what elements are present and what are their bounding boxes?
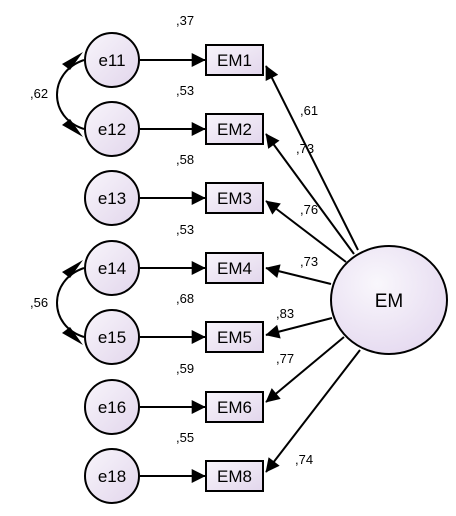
indicator-label-em3: EM3 [217,189,252,208]
covariance-arrow-e12 [62,119,83,137]
error-label-e11: e11 [98,51,125,70]
error-node-e18 [84,448,140,504]
error-paths [140,53,206,483]
path-em-em4 [265,264,332,285]
error-node-e11 [84,32,140,88]
indicator-label-em4: EM4 [217,259,252,278]
r2-label-em2: ,53 [176,83,194,98]
latent-label-em: EM [375,291,404,312]
loading-label-em8: ,74 [295,452,313,467]
r2-label-em3: ,58 [176,152,194,167]
error-label-e18: e18 [98,467,126,486]
covariance-arrow-e11 [62,52,83,70]
error-label-e15: e15 [98,328,126,347]
r2-label-em8: ,55 [176,430,194,445]
error-node-e16 [84,379,140,435]
path-em-em6 [265,336,345,403]
covariance-e11-e12 [56,59,85,130]
indicator-label-em5: EM5 [217,328,252,347]
error-label-e14: e14 [98,259,126,278]
indicator-label-em6: EM6 [217,398,252,417]
loading-label-em5: ,83 [276,306,294,321]
latent-factor: EM [330,245,448,355]
indicator-box-em8 [205,460,264,492]
loading-labels: ,61 ,73 ,76 ,73 ,83 ,77 ,74 [276,103,318,467]
indicator-label-em2: EM2 [217,120,252,139]
error-label-e12: e12 [98,120,126,139]
error-node-e14 [84,240,140,296]
r2-label-em5: ,68 [176,291,194,306]
covariance-label-e11-e12: ,62 [30,86,48,101]
indicator-box-em3 [205,182,264,214]
error-node-e13 [84,170,140,226]
r2-label-em1: ,37 [176,13,194,28]
path-em-em2 [265,133,355,255]
error-node-e12 [84,101,140,157]
loading-label-em3: ,76 [300,202,318,217]
path-em-em8 [265,349,361,473]
indicator-box-em5 [205,321,264,353]
path-em-em3 [265,200,347,263]
indicator-label-em8: EM8 [217,467,252,486]
indicator-box-em1 [205,44,264,76]
error-label-e13: e13 [98,189,126,208]
error-node-e15 [84,309,140,365]
path-em-em5 [265,317,333,339]
covariance-arrow-e15 [62,327,83,345]
error-label-e16: e16 [98,398,126,417]
covariance-label-e14-e15: ,56 [30,295,48,310]
r2-label-em4: ,53 [176,222,194,237]
r2-labels: ,37 ,53 ,58 ,53 ,68 ,59 ,55 [176,13,194,445]
indicator-box-em2 [205,113,264,145]
r2-label-em6: ,59 [176,361,194,376]
covariance-arrow-e14 [62,260,83,278]
indicator-box-em6 [205,391,264,423]
path-em-em1 [265,65,359,251]
latent-node-em [330,245,448,355]
loading-label-em1: ,61 [300,103,318,118]
indicator-label-em1: EM1 [217,51,252,70]
loading-paths [265,65,361,473]
loading-label-em6: ,77 [276,351,294,366]
covariance-arcs [56,52,85,345]
covariance-labels: ,62 ,56 [30,86,48,310]
loading-label-em4: ,73 [300,254,318,269]
indicator-nodes: EM1 EM2 EM3 EM4 EM5 EM6 EM8 [205,44,264,492]
loading-label-em2: ,73 [296,141,314,156]
error-nodes: e11 e12 e13 e14 e15 e16 e18 [84,32,140,504]
covariance-e14-e15 [56,267,85,338]
indicator-box-em4 [205,252,264,284]
